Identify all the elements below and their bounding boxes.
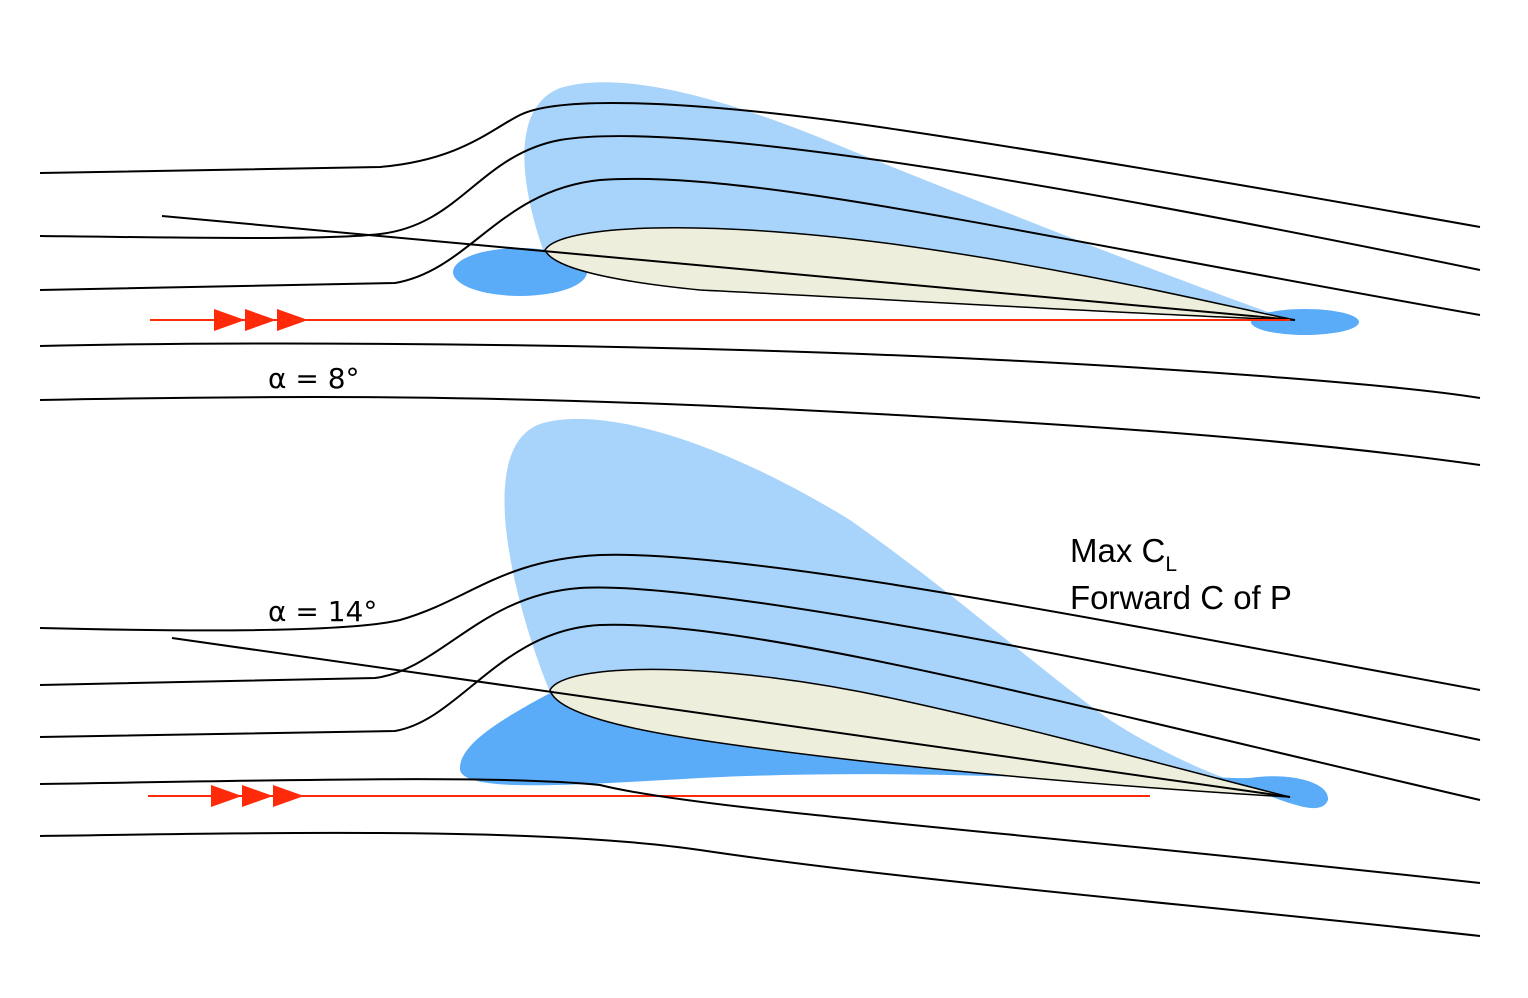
pressure-region-trailing [1251,309,1359,335]
alpha-label: α = 14° [268,595,377,628]
streamline [39,831,1481,937]
max-cl-label: Max CL [1070,532,1177,576]
flow-arrow-icon [273,785,304,807]
flow-arrow-icon [211,785,242,807]
chord-line [171,637,1291,798]
chord-line [161,215,1296,321]
streamline [39,586,1481,741]
flow-arrow-icon [245,309,276,331]
streamline [39,102,1481,228]
streamline [39,553,1481,691]
forward-cp-label: Forward C of P [1070,579,1292,616]
streamline [39,177,1481,316]
streamline [39,342,1481,399]
flow-arrow-icon [277,309,308,331]
flow-arrow-icon [214,309,245,331]
top-panel-alpha-8: α = 8° [39,82,1481,466]
flow-arrow-icon [242,785,273,807]
bottom-panel-alpha-14: α = 14° [39,418,1481,937]
streamline [39,135,1481,271]
alpha-label: α = 8° [268,362,360,395]
streamline [39,623,1481,801]
max-cl-main: Max C [1070,532,1165,569]
streamline [39,778,1481,884]
pressure-region-leading [453,248,587,296]
max-cl-subscript: L [1165,553,1177,576]
streamline [39,396,1481,466]
annotation: Max CL Forward C of P [1070,532,1292,616]
